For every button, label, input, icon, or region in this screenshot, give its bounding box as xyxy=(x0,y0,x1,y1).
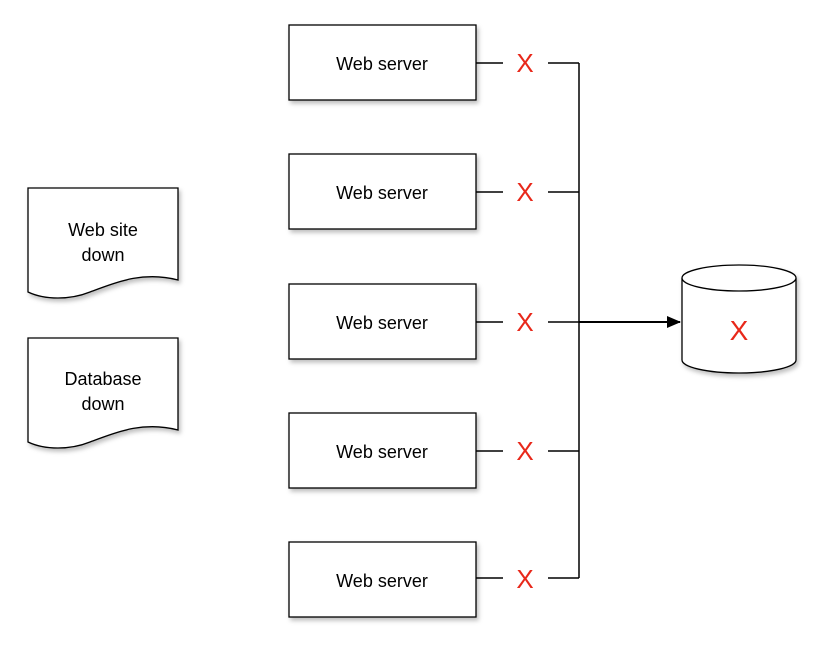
failure-x-icon: X xyxy=(516,307,533,337)
web-server-label: Web server xyxy=(336,313,428,333)
note-website-line1: Web site xyxy=(68,220,138,240)
database-cylinder-icon xyxy=(681,264,797,374)
failure-x-icon: X xyxy=(516,177,533,207)
note-database-line1: Database xyxy=(64,369,141,389)
failure-x-icon: X xyxy=(516,48,533,78)
web-server-node: Web server X xyxy=(288,412,579,489)
note-database-down: Database down xyxy=(27,337,179,449)
web-server-node: Web server X xyxy=(288,283,579,360)
web-server-label: Web server xyxy=(336,183,428,203)
web-server-node: Web server X xyxy=(288,24,579,101)
note-website-line2: down xyxy=(81,245,124,265)
web-server-label: Web server xyxy=(336,54,428,74)
web-server-node: Web server X xyxy=(288,541,579,618)
web-server-label: Web server xyxy=(336,442,428,462)
failure-x-icon: X xyxy=(516,564,533,594)
web-server-label: Web server xyxy=(336,571,428,591)
database-failure-x-icon: X xyxy=(730,315,749,346)
note-database-line2: down xyxy=(81,394,124,414)
web-server-node: Web server X xyxy=(288,153,579,230)
note-website-down: Web site down xyxy=(27,187,179,299)
failure-x-icon: X xyxy=(516,436,533,466)
